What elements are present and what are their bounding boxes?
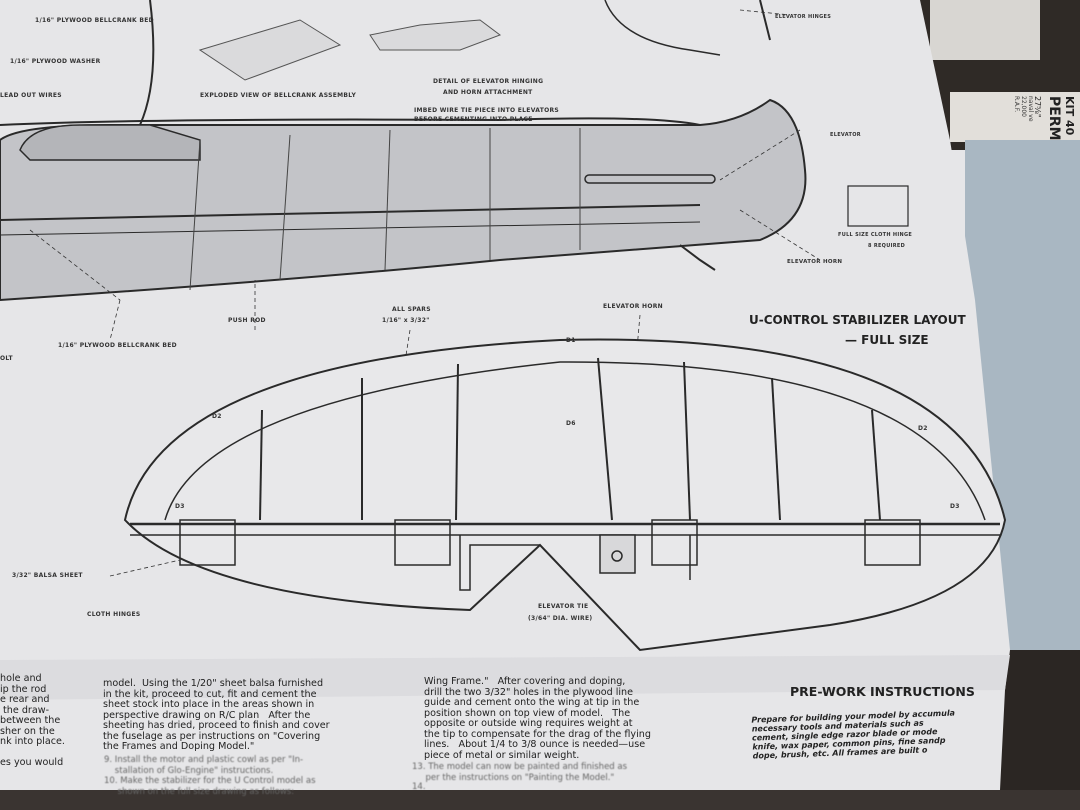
elevator-horn-stab-label: ELEVATOR HORN: [603, 303, 664, 310]
all-spars-label: ALL SPARS: [392, 306, 431, 313]
instruction-step-9: 9. Install the motor and plastic cowl as…: [104, 755, 304, 776]
cloth-hinges-label: CLOTH HINGES: [87, 611, 141, 618]
elevator-detail-label-2: AND HORN ATTACHMENT: [443, 89, 533, 96]
stabilizer-outline: [123, 338, 1007, 652]
dark-table-bottom: [1000, 650, 1080, 810]
part-label: D2: [212, 413, 222, 420]
lead-out-wires-label: LEAD OUT WIRES: [0, 92, 62, 99]
cloth-hinge-label: FULL SIZE CLOTH HINGE: [838, 232, 913, 238]
paper-fold-shadow: [0, 655, 1010, 700]
instructions-col2: model. Using the 1/20" sheet balsa furni…: [103, 678, 330, 752]
push-rod-label: PUSH ROD: [228, 317, 266, 324]
part-label: D3: [175, 503, 185, 510]
prework-title: PRE-WORK INSTRUCTIONS: [790, 684, 975, 699]
bellcrank-exploded-sketch: [198, 19, 342, 81]
kit-box: KIT 40 PERM 27⅝" naval ve 22,000 R.A.F.: [950, 92, 1080, 142]
cloth-hinge-count: 8 REQUIRED: [868, 243, 906, 249]
table-edge: [0, 790, 1080, 810]
prework-text: Prepare for building your model by accum…: [751, 708, 956, 761]
spar-size-label: 1/16" x 3/32": [382, 317, 430, 324]
instruction-step-14: 14.: [412, 782, 426, 792]
stabilizer-subtitle: — FULL SIZE: [845, 333, 929, 347]
cloth-hinge-template: [847, 185, 909, 227]
stabilizer-title: U-CONTROL STABILIZER LAYOUT: [749, 313, 966, 327]
part-label: D2: [918, 425, 928, 432]
elevator-tie-label: ELEVATOR TIE: [538, 603, 589, 610]
imbed-note: IMBED WIRE TIE PIECE INTO ELEVATORS: [414, 107, 560, 114]
washer-label: 1/16" PLYWOOD WASHER: [10, 58, 101, 65]
instructions-col3: Wing Frame." After covering and doping, …: [424, 676, 651, 761]
elevator-slot: [584, 174, 716, 184]
elevator-detail-label: DETAIL OF ELEVATOR HINGING: [433, 78, 544, 85]
balsa-sheet-label: 3/32" BALSA SHEET: [12, 572, 83, 579]
elevator-horn-label: ELEVATOR HORN: [787, 259, 843, 265]
cloth-hinge-blocks: [179, 519, 921, 591]
instruction-step-13: 13. The model can now be painted and fin…: [412, 762, 628, 783]
elevator-hinge-sketch: [369, 19, 502, 51]
elevator-tie-size: (3/64" DIA. WIRE): [528, 615, 593, 622]
part-label: D1: [566, 337, 576, 344]
exploded-view-label: EXPLODED VIEW OF BELLCRANK ASSEMBLY: [200, 92, 357, 99]
instruction-step-10: 10. Make the stabilizer for the U Contro…: [104, 776, 316, 797]
part-label: D3: [950, 503, 960, 510]
elevator-label: ELEVATOR: [830, 132, 861, 138]
bellcrank-bed-label-2: 1/16" PLYWOOD BELLCRANK BED: [58, 342, 177, 349]
elevator-hinges-label: ELEVATOR HINGES: [775, 14, 832, 20]
part-label: D6: [566, 420, 576, 427]
box-lid: [930, 0, 1040, 60]
bellcrank-bed-label: 1/16" PLYWOOD BELLCRANK BED: [35, 17, 154, 24]
bolt-label: OLT: [0, 355, 13, 362]
instructions-col1: hole and ip the rod e rear and the draw-…: [0, 673, 65, 768]
imbed-note-2: BEFORE CEMENTING INTO PLACE: [414, 116, 533, 123]
